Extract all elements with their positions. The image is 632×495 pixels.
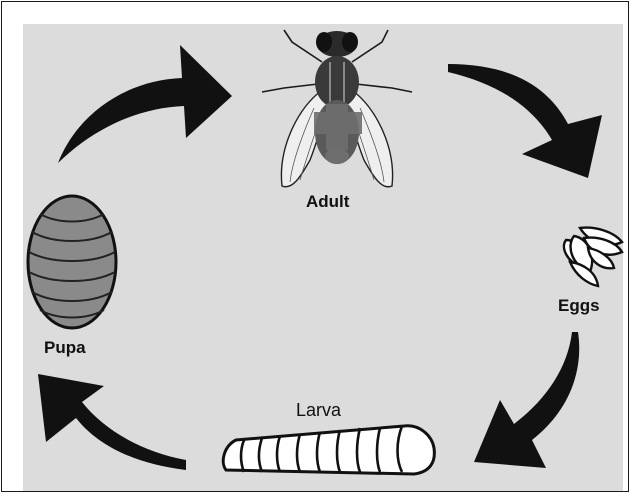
stage-label-adult: Adult <box>306 192 349 212</box>
stage-label-larva: Larva <box>296 400 341 421</box>
arrow-adult-to-eggs <box>448 64 602 178</box>
adult-fly-icon <box>262 30 412 187</box>
arrow-larva-to-pupa <box>38 374 186 470</box>
arrow-eggs-to-larva <box>474 332 579 468</box>
arrow-pupa-to-adult <box>58 45 232 163</box>
stage-label-pupa: Pupa <box>44 338 86 358</box>
eggs-icon <box>564 228 622 286</box>
larva-icon <box>223 426 434 474</box>
stage-label-eggs: Eggs <box>558 296 600 316</box>
pupa-icon <box>28 196 116 328</box>
